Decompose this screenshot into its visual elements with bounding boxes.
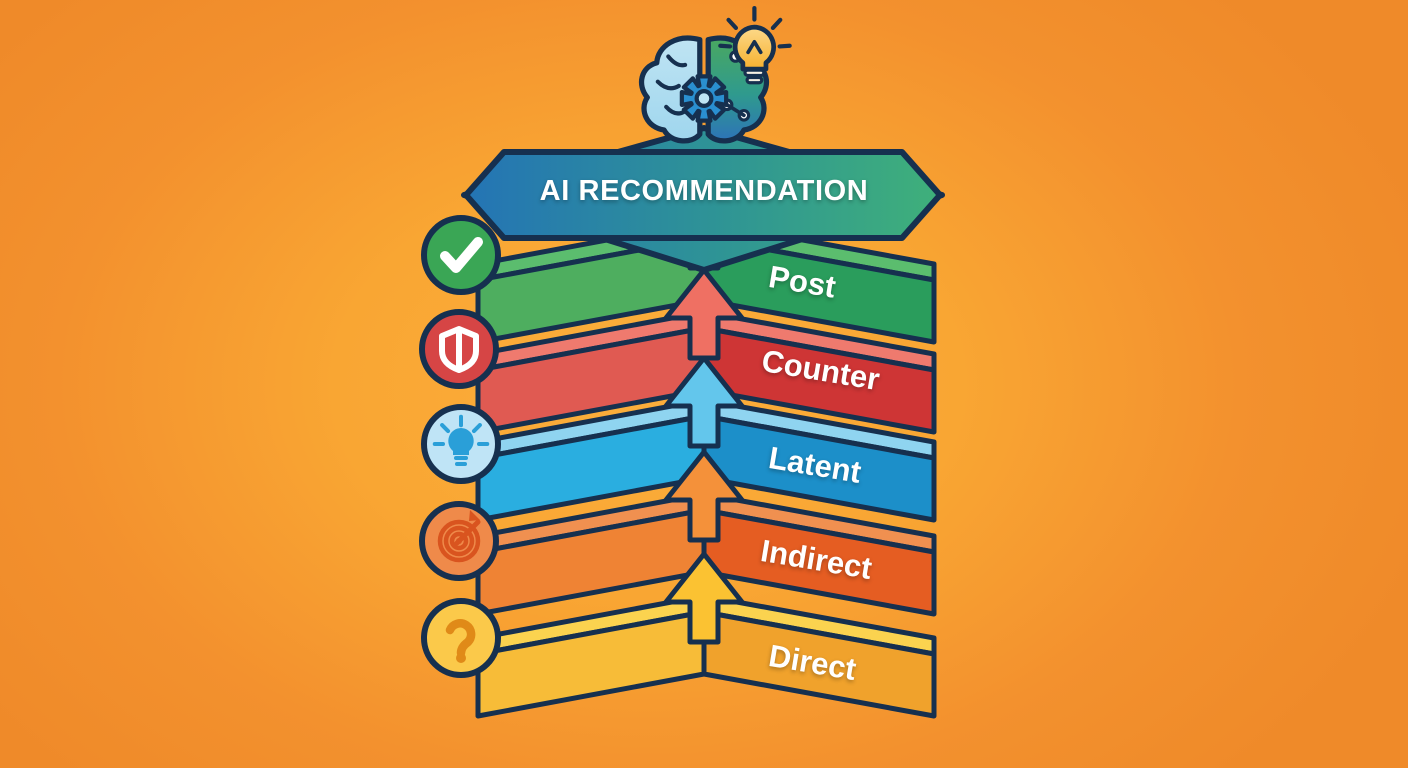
- gear-icon: [679, 74, 729, 123]
- bulb-body-icon: [448, 428, 474, 455]
- question-hook: [445, 619, 476, 658]
- flow-arrow-indirect: [663, 449, 745, 543]
- flow-arrow-shape-direct: [663, 551, 745, 645]
- brain-gear-lightbulb-icon: [638, 6, 792, 144]
- target-glyph: [437, 510, 481, 563]
- bulb-ray-3: [440, 423, 451, 434]
- header-banner-inner: [463, 149, 943, 241]
- flow-arrow-shape-latent: [663, 355, 745, 449]
- bulb-ray-1: [471, 423, 482, 434]
- bulb-glass: [732, 24, 777, 72]
- check-icon: [440, 237, 483, 273]
- bulb-cap-1: [743, 68, 766, 77]
- layer-icon-indirect[interactable]: [419, 501, 499, 581]
- bulb-filament: [746, 39, 763, 55]
- bulb-base-1: [454, 456, 468, 460]
- bulb-ray-1: [770, 17, 783, 31]
- layer-icon-post[interactable]: [421, 215, 501, 295]
- shield-outline-icon: [439, 326, 479, 373]
- flow-arrow-direct: [663, 551, 745, 645]
- bulb-ray-3: [726, 17, 739, 31]
- flow-arrow-counter: [663, 267, 745, 361]
- gear-hub: [694, 89, 714, 108]
- lightbulb-icon: [718, 6, 792, 85]
- flow-arrow-latent: [663, 355, 745, 449]
- bulb-ray-4: [718, 43, 733, 49]
- header-banner[interactable]: [461, 125, 945, 273]
- bulb-glyph: [432, 414, 490, 466]
- layer-icon-circle-direct: [421, 598, 501, 678]
- layer-icon-counter[interactable]: [419, 309, 499, 389]
- bulb-base-2: [455, 462, 467, 466]
- dart-head: [469, 510, 480, 521]
- flow-arrow-shape-indirect: [663, 449, 745, 543]
- layer-icon-direct[interactable]: [421, 598, 501, 678]
- question-glyph: [445, 619, 476, 663]
- target-ring-0: [437, 519, 481, 563]
- bulb-ray-2: [777, 43, 792, 49]
- brain-fold-l-0: [666, 54, 688, 68]
- dart-shaft: [454, 519, 481, 546]
- target-ring-2: [449, 531, 469, 551]
- flow-arrow-shape-counter: [663, 267, 745, 361]
- target-ring-1: [443, 525, 475, 557]
- shield-glyph: [439, 326, 479, 373]
- bulb-cap-2: [745, 75, 764, 85]
- brain-trace-0: [725, 102, 746, 118]
- question-dot: [456, 653, 466, 663]
- layer-right-face-indirect: [701, 507, 937, 617]
- check-glyph: [440, 237, 483, 273]
- layer-icon-latent[interactable]: [421, 404, 501, 484]
- layer-right-face-direct: [701, 609, 937, 719]
- brain-fold-l-1: [655, 79, 681, 91]
